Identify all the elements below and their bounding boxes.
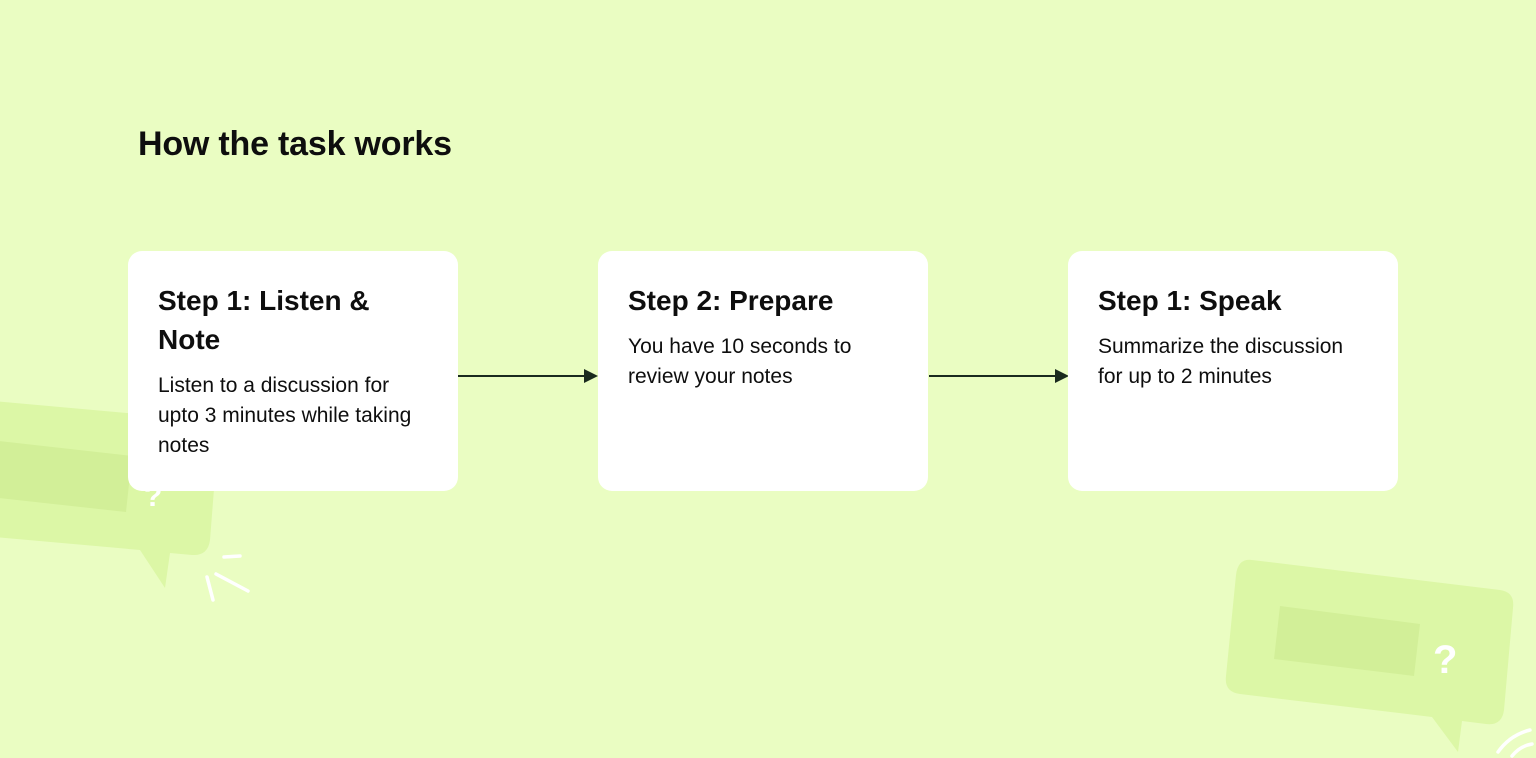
step-title: Step 1: Listen & Note xyxy=(158,285,370,355)
arrow-right-icon xyxy=(458,369,598,383)
page-title: How the task works xyxy=(138,125,452,163)
speech-bubble-icon xyxy=(1225,559,1514,752)
step-card-speak: Step 1: Speak Summarize the discussion f… xyxy=(1068,251,1398,491)
step-card-listen: Step 1: Listen & Note Listen to a discus… xyxy=(128,251,458,491)
arrow-right-icon xyxy=(929,369,1069,383)
burst-lines-icon xyxy=(205,554,250,602)
step-title: Step 1: Speak xyxy=(1098,285,1282,316)
burst-lines-icon xyxy=(1496,728,1534,758)
step-card-prepare: Step 2: Prepare You have 10 seconds to r… xyxy=(598,251,928,491)
step-description: You have 10 seconds to review your notes xyxy=(628,335,852,388)
step-description: Listen to a discussion for upto 3 minute… xyxy=(158,374,412,457)
step-description: Summarize the discussion for up to 2 min… xyxy=(1098,335,1344,388)
step-title: Step 2: Prepare xyxy=(628,285,834,316)
question-mark-icon: ? xyxy=(1433,638,1457,682)
